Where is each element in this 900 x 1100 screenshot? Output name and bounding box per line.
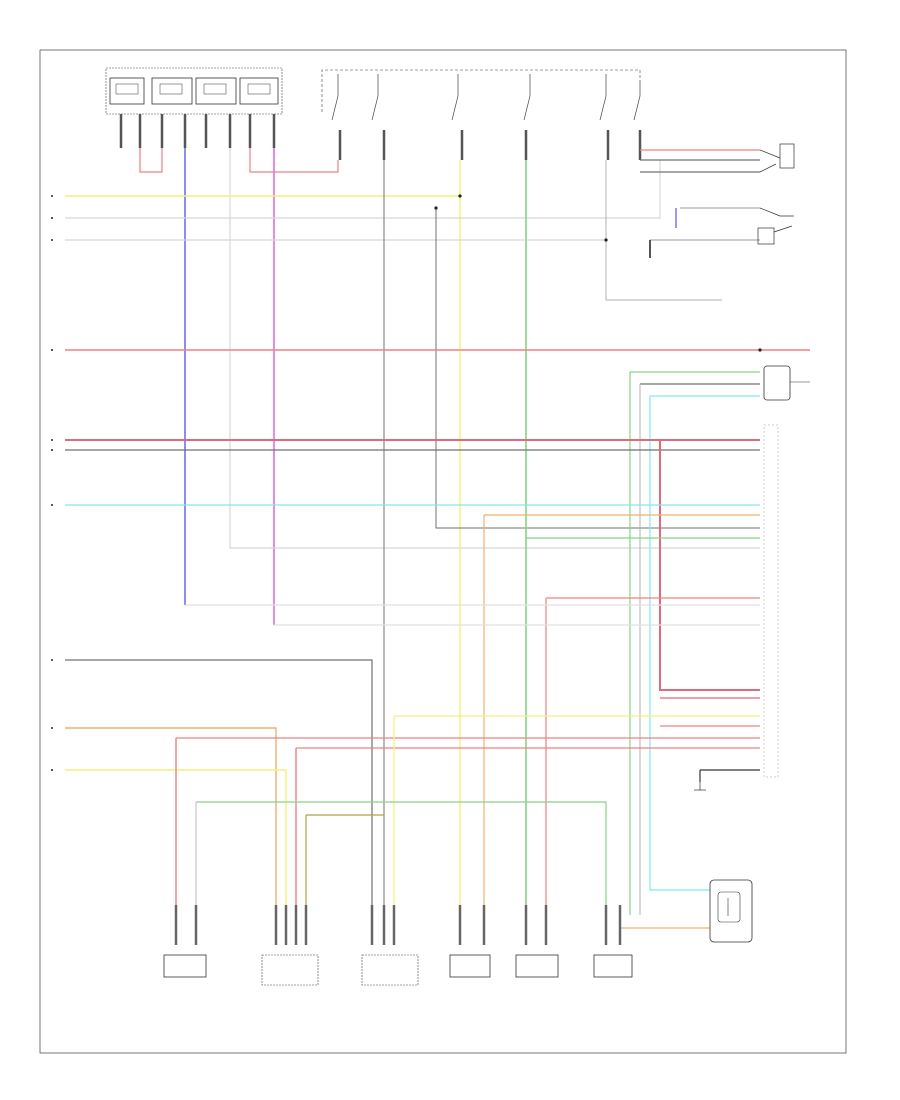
wires [65,148,810,929]
fuse-block-outline [105,67,283,115]
power-bus-line [321,69,641,112]
wire-cyan-vert [649,396,710,891]
fuse-1 [109,77,145,105]
sensor-3-body [361,954,419,986]
fuse-pins [119,114,276,148]
wire-red-down [659,440,760,691]
top-switch-pins [338,130,642,160]
sensor-4-body [449,954,491,978]
bottom-right-sensor-inner [717,891,741,923]
sensor-2 [261,954,319,986]
top-right-switches [757,143,795,245]
bottom-right-sensor-body [709,879,753,943]
wire-darkgray-436 [435,208,760,529]
sensor-6 [593,954,633,978]
fuse-2 [151,77,193,105]
power-bus [321,69,641,112]
sensor-5-body [515,954,559,978]
wire-gray-606 [605,160,722,301]
wire-red-fuse-a [139,148,163,173]
bottom-sensor-pins [174,905,622,945]
bottom-sensors [163,954,633,986]
fuse-block [105,67,283,115]
fuse-2-inner [159,83,183,95]
wire-yellow-lower [65,769,287,915]
diagram-frame [39,49,847,1054]
wire-green-lower [196,801,607,915]
splices [434,194,608,242]
connector-c1-body [763,365,791,401]
wire-darkgray-lower [65,659,373,915]
connector-c1-dot [758,348,762,352]
fuse-3-inner [203,83,227,95]
fuse-3 [195,77,237,105]
ecm-pin-column [763,424,779,778]
sensor-4 [449,954,491,978]
sensor-2-body [261,954,319,986]
bottom-right-sensor [709,879,753,943]
wire-red-fuse-b [249,148,339,173]
ecm-pin-strip [763,424,779,778]
left-terminals [51,195,53,771]
fuse-4 [239,77,279,105]
sensor-3 [361,954,419,986]
wire-orange-lower [65,727,277,915]
sensor-1-body [163,954,207,978]
fuse-4-inner [247,83,271,95]
fuse-1-inner [115,83,139,95]
sensor-5 [515,954,559,978]
sensor-6-body [593,954,633,978]
connector-c1 [758,348,810,401]
ground-symbol [694,782,706,791]
sensor-1 [163,954,207,978]
wire-gray-row1 [65,160,661,219]
wire-gray-fuse3 [229,148,760,549]
top-switches [331,74,641,121]
